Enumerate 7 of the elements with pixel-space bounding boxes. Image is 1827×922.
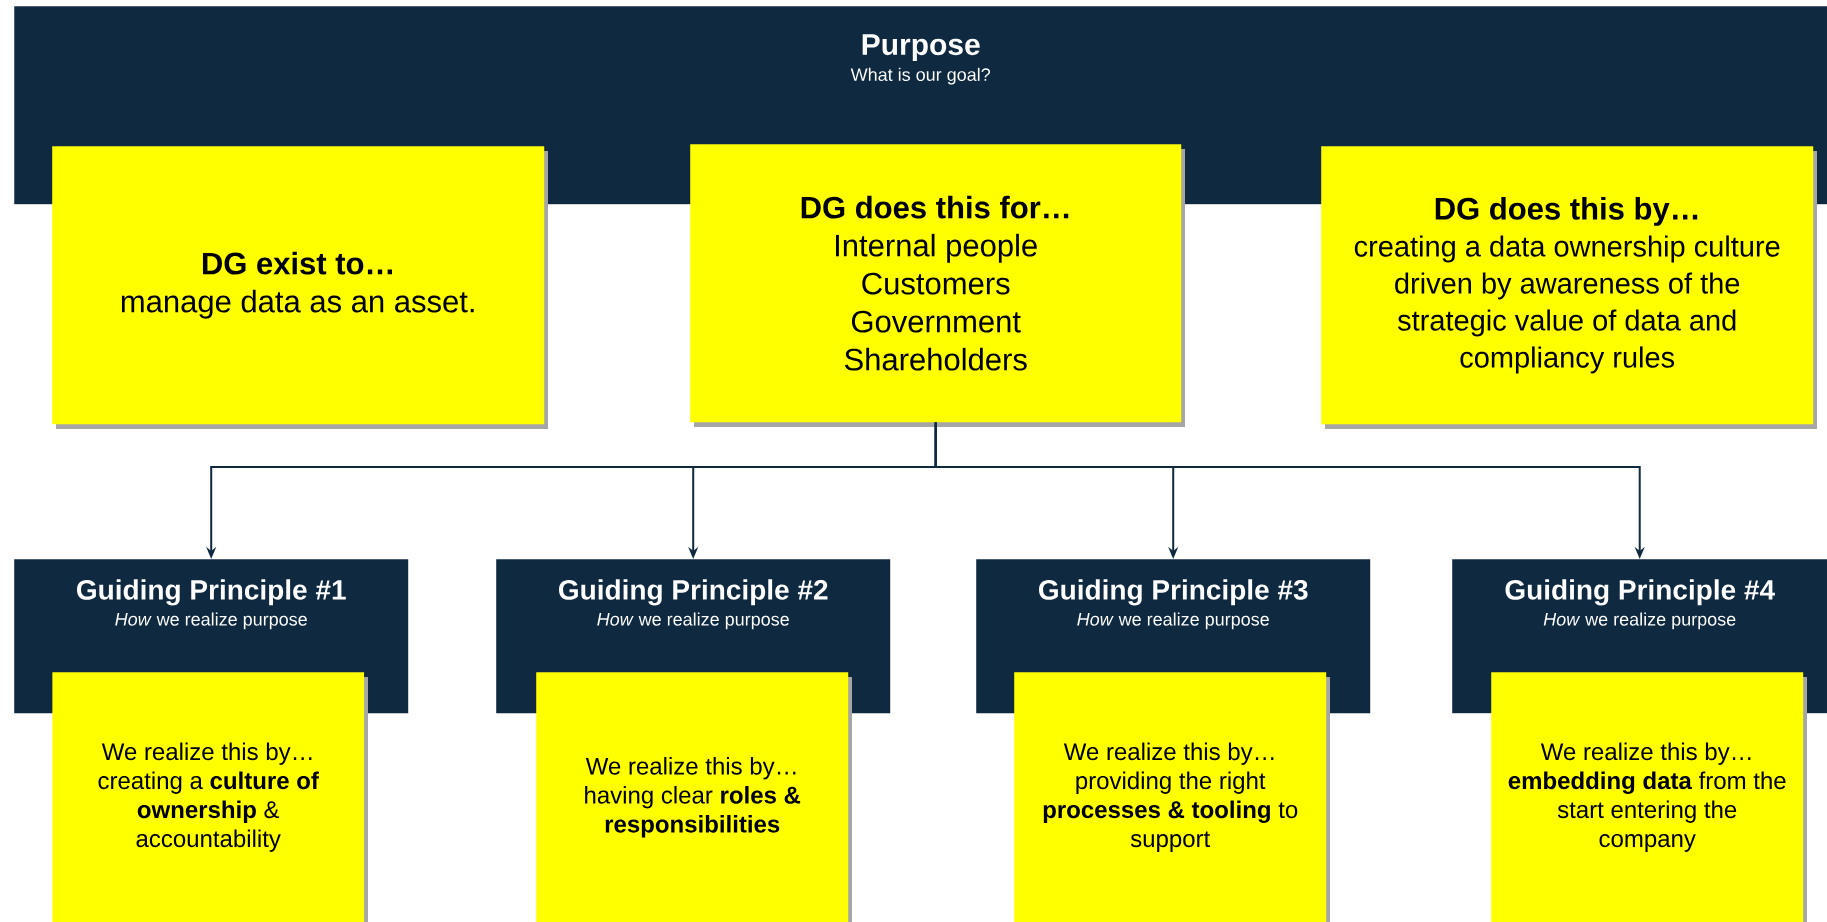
sticky-note: DG exist to… manage data as an asset. bbox=[52, 146, 548, 429]
sticky-note: We realize this by… creating a culture of ownership & accountability bbox=[52, 672, 368, 922]
sticky-note: We realize this by… providing the right processes & tooling to support bbox=[1014, 672, 1330, 922]
sticky-note: We realize this by… embedding data from the start entering the company bbox=[1491, 672, 1807, 922]
sticky-note: We realize this by… having clear roles & responsibilities bbox=[536, 672, 852, 922]
sticky-note: DG does this by… creating a data ownership culture driven by awareness of the strategic value of data and compliancy rules bbox=[1321, 146, 1817, 429]
sticky-note: DG does this for… Internal people Customers Government Shareholders bbox=[690, 144, 1185, 427]
